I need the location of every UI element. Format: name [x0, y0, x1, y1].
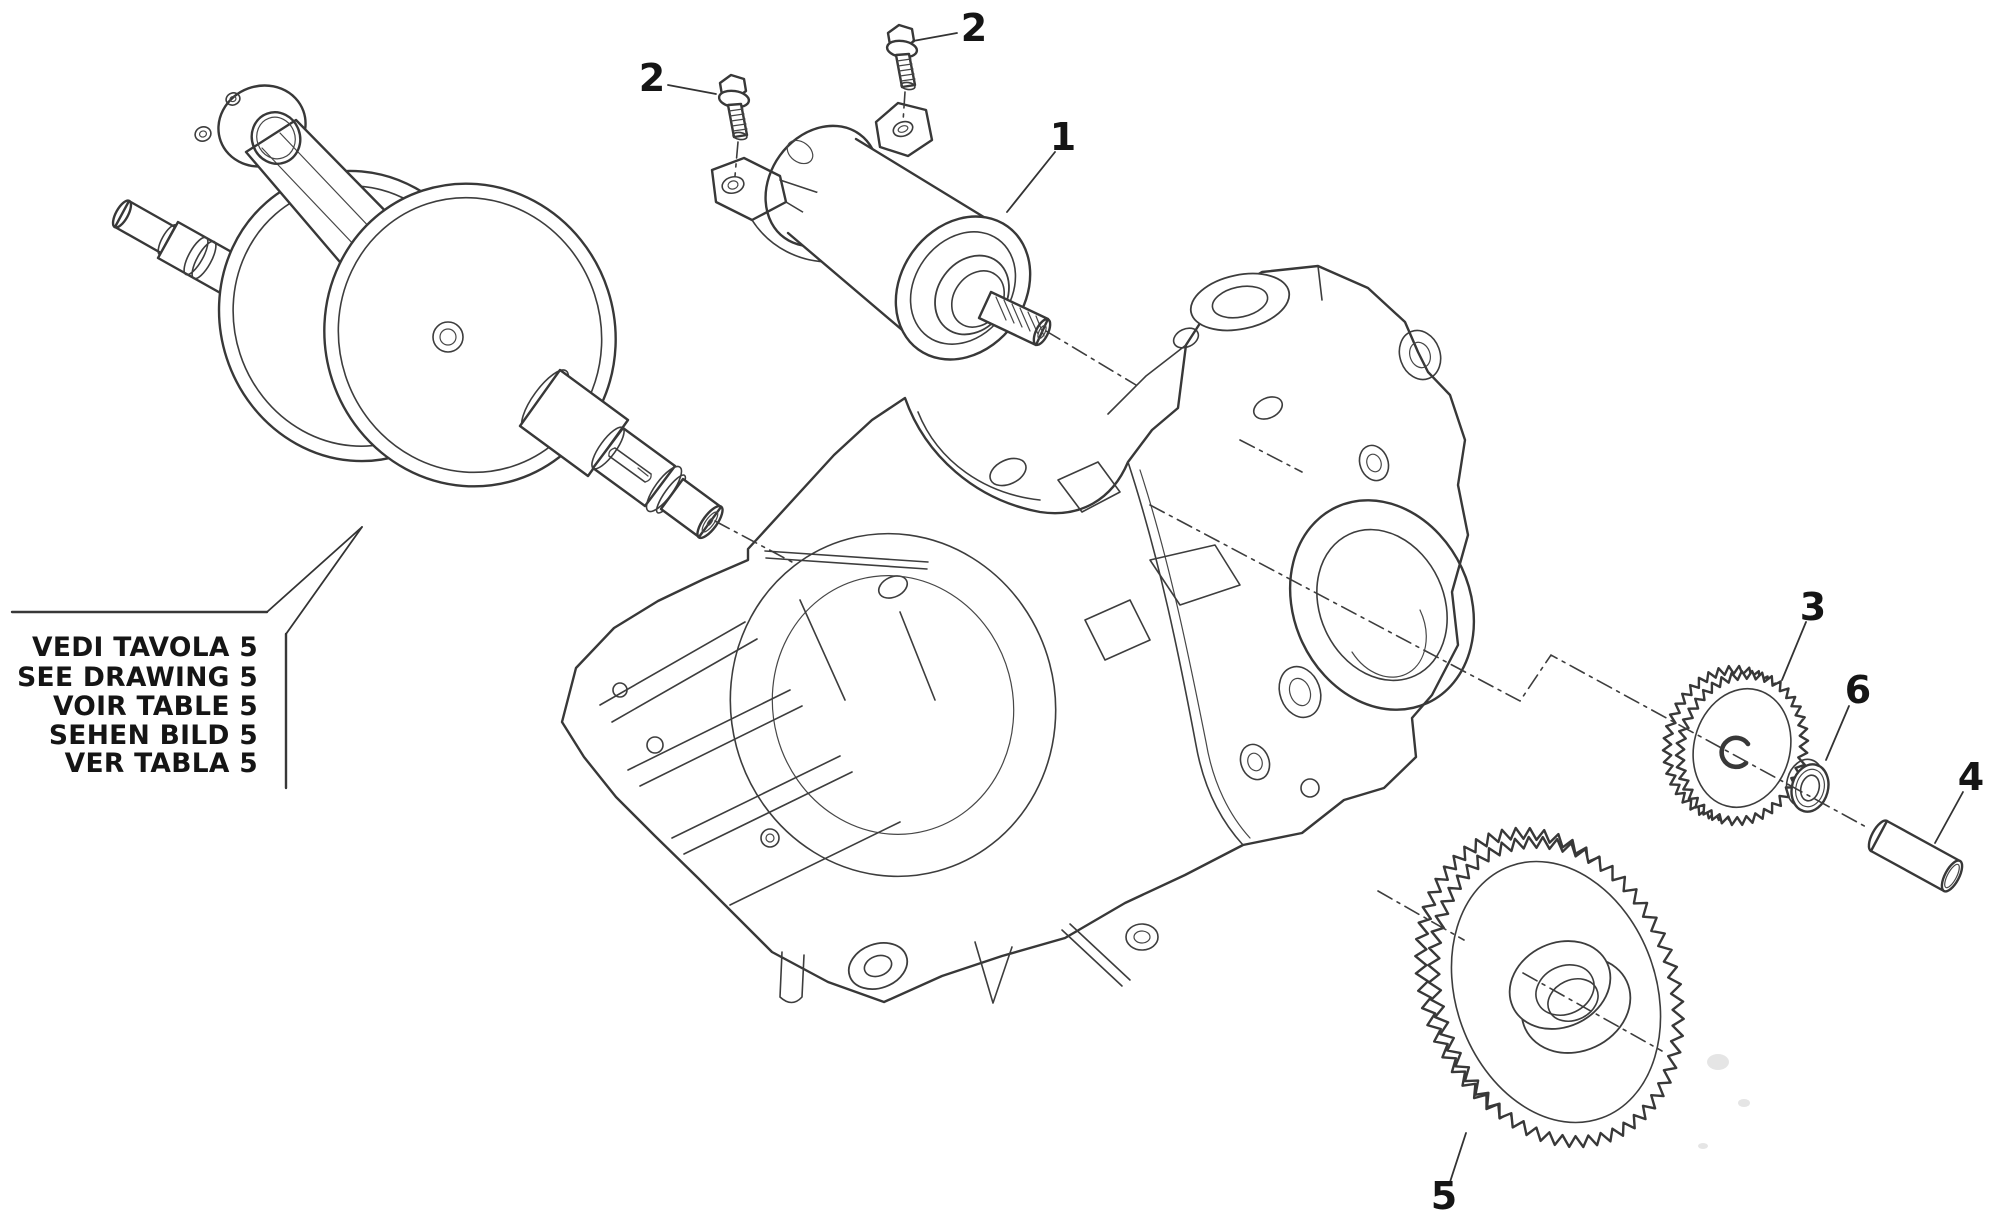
- centerlines: [714, 330, 1869, 1052]
- note-leader-lower: [285, 526, 363, 635]
- leader-6: [1825, 705, 1850, 761]
- crankshaft-right-shaft: [518, 368, 724, 540]
- snap-ring: [1719, 735, 1751, 770]
- motor-splined-shaft: [977, 290, 1052, 347]
- case-bottom-features: [612, 682, 1320, 1004]
- keyway-slot: [608, 447, 652, 483]
- parting-flange: [1127, 461, 1244, 846]
- note-line-it: VEDI TAVOLA 5: [32, 632, 258, 663]
- washer-hole: [1799, 774, 1821, 802]
- callout-1: 1: [1050, 115, 1076, 159]
- leader-2a: [667, 84, 717, 95]
- flange-bolt-left: [717, 73, 751, 177]
- clutch-bore: [1288, 499, 1476, 711]
- gear-bore: [1535, 964, 1595, 1016]
- callout-5: 5: [1431, 1174, 1457, 1218]
- print-smudges: [1698, 1054, 1750, 1149]
- motor-axis: [1045, 330, 1137, 386]
- callout-2-left: 2: [639, 56, 665, 100]
- leader-2b: [912, 32, 958, 42]
- leader-5: [1449, 1132, 1467, 1183]
- callout-3: 3: [1800, 585, 1826, 629]
- cylinder-boss: [1107, 265, 1323, 415]
- starter-driven-gear: [1414, 826, 1685, 1149]
- idler-gear: [1661, 664, 1810, 827]
- rod-small-end-eye: [250, 111, 302, 165]
- leader-1: [1006, 151, 1056, 213]
- reference-note-box: VEDI TAVOLA 5 SEE DRAWING 5 VOIR TABLE 5…: [10, 526, 363, 790]
- crankcase: [560, 264, 1476, 1004]
- callout-6: 6: [1845, 668, 1871, 712]
- note-line-en: SEE DRAWING 5: [17, 662, 258, 693]
- callout-2-right: 2: [961, 6, 987, 50]
- note-leader-upper: [266, 526, 363, 613]
- leader-3: [1781, 621, 1807, 681]
- crank-chamber-bore: [729, 532, 1057, 878]
- bolt-axis: [734, 141, 739, 177]
- bolt-axis: [902, 91, 906, 123]
- idler-pin: [1867, 819, 1964, 893]
- idler-axis: [1149, 504, 1869, 829]
- crankpin-center: [432, 321, 464, 353]
- mounting-lugs: [1239, 329, 1442, 781]
- note-line-es: VER TABLA 5: [65, 748, 258, 779]
- crankshaft-axis: [714, 520, 793, 563]
- gasket-face: [764, 327, 1284, 599]
- note-line-fr: VOIR TABLE 5: [53, 691, 258, 722]
- crankshaft-assembly: [111, 84, 724, 540]
- case-webs: [599, 461, 1241, 906]
- starter-motor: [710, 101, 1052, 361]
- note-line-de: SEHEN BILD 5: [49, 720, 258, 751]
- crankcase-outline: [560, 264, 1470, 1004]
- leader-4: [1934, 791, 1964, 844]
- callout-4: 4: [1958, 755, 1984, 799]
- motor-top-tab: [874, 101, 934, 158]
- callouts: 1 2 2 3 6 4 5: [639, 6, 1984, 1218]
- flange-bolt-right: [885, 23, 919, 123]
- thrust-washer: [1785, 758, 1830, 813]
- gear-teeth: [1674, 669, 1810, 827]
- pin-end-face: [1940, 859, 1964, 893]
